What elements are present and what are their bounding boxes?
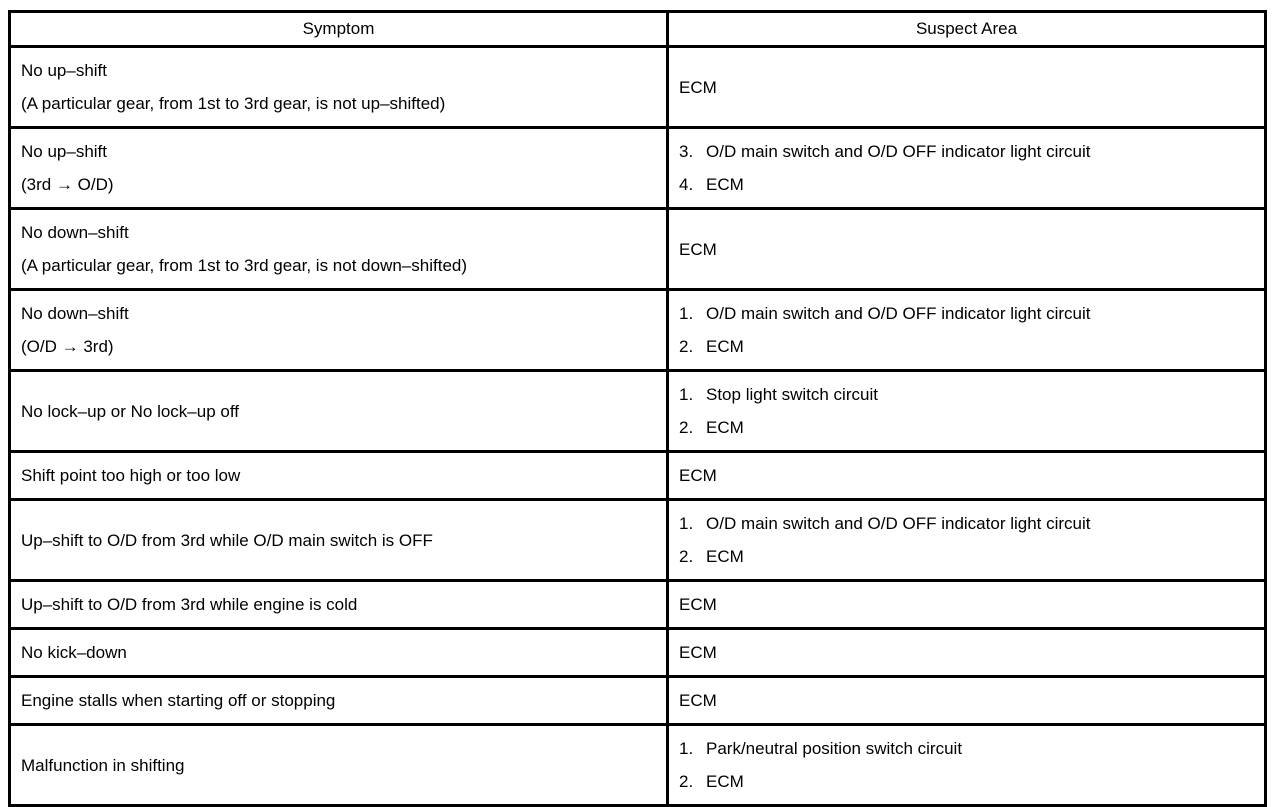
suspect-area-cell: 1. Stop light switch circuit 2. ECM <box>666 369 1267 453</box>
symptom-text: Shift point too high or too low <box>21 466 241 485</box>
list-number: 1. <box>679 385 694 404</box>
column-header-symptom: Symptom <box>8 10 669 48</box>
suspect-area-cell: 1. Park/neutral position switch circuit 2.… <box>666 723 1267 807</box>
symptom-cell: Up–shift to O/D from 3rd while engine is… <box>8 579 669 630</box>
suspect-area-item: 1. O/D main switch and O/D OFF indicator … <box>679 507 1256 540</box>
list-number: 1. <box>679 304 694 323</box>
table-body: No up–shift (A particular gear, from 1st … <box>8 45 1267 807</box>
suspect-area-item: ECM <box>679 636 1256 669</box>
suspect-area-item: ECM <box>679 233 1256 266</box>
table-row: No up–shift (3rd → O/D) 3. O/D main switch … <box>8 126 1267 210</box>
suspect-area-text: ECM <box>706 175 744 194</box>
suspect-area-text: O/D main switch and O/D OFF indicator li… <box>706 514 1091 533</box>
suspect-area-item: 4. ECM <box>679 168 1256 201</box>
list-number: 1. <box>679 514 694 533</box>
symptom-text: No up–shift <box>21 61 107 80</box>
table-row: No up–shift (A particular gear, from 1st … <box>8 45 1267 129</box>
suspect-area-text: ECM <box>706 772 744 791</box>
table-row: Up–shift to O/D from 3rd while O/D main … <box>8 498 1267 582</box>
symptom-cell: Malfunction in shifting <box>8 723 669 807</box>
list-number: 2. <box>679 772 694 791</box>
list-number: 2. <box>679 418 694 437</box>
symptom-cell: Engine stalls when starting off or stopp… <box>8 675 669 726</box>
symptom-text: (A particular gear, from 1st to 3rd gear… <box>21 94 446 113</box>
table-row: No down–shift (O/D → 3rd) 1. O/D main switc… <box>8 288 1267 372</box>
symptom-text: Up–shift to O/D from 3rd while engine is… <box>21 595 358 614</box>
suspect-area-cell: ECM <box>666 675 1267 726</box>
symptom-cell: No down–shift (A particular gear, from 1s… <box>8 207 669 291</box>
table-row: Up–shift to O/D from 3rd while engine is… <box>8 579 1267 630</box>
suspect-area-text: ECM <box>706 418 744 437</box>
suspect-area-item: 1. Stop light switch circuit <box>679 378 1256 411</box>
suspect-area-text: O/D main switch and O/D OFF indicator li… <box>706 304 1091 323</box>
symptom-text: (3rd → O/D) <box>21 175 114 194</box>
list-number: 1. <box>679 739 694 758</box>
suspect-area-cell: ECM <box>666 207 1267 291</box>
suspect-area-text: O/D main switch and O/D OFF indicator li… <box>706 142 1091 161</box>
header-row: Symptom Suspect Area <box>8 10 1267 48</box>
suspect-area-text: Park/neutral position switch circuit <box>706 739 963 758</box>
suspect-area-text: ECM <box>679 77 717 97</box>
symptom-text: (A particular gear, from 1st to 3rd gear… <box>21 256 468 275</box>
symptom-text: Malfunction in shifting <box>21 755 185 775</box>
suspect-area-cell: 3. O/D main switch and O/D OFF indicator … <box>666 126 1267 210</box>
suspect-area-item: ECM <box>679 71 1256 104</box>
suspect-area-item: 2. ECM <box>679 411 1256 444</box>
list-number: 2. <box>679 547 694 566</box>
suspect-area-item: 1. Park/neutral position switch circuit <box>679 732 1256 765</box>
suspect-area-item: ECM <box>679 588 1256 621</box>
symptom-cell: Up–shift to O/D from 3rd while O/D main … <box>8 498 669 582</box>
suspect-area-item: 2. ECM <box>679 540 1256 573</box>
symptom-cell: No up–shift (3rd → O/D) <box>8 126 669 210</box>
suspect-area-item: 2. ECM <box>679 330 1256 363</box>
table-row: Shift point too high or too low ECM <box>8 450 1267 501</box>
suspect-area-item: 1. O/D main switch and O/D OFF indicator … <box>679 297 1256 330</box>
symptom-cell: Shift point too high or too low <box>8 450 669 501</box>
symptom-text: No up–shift <box>21 142 107 161</box>
symptom-cell: No kick–down <box>8 627 669 678</box>
column-header-suspect-area: Suspect Area <box>666 10 1267 48</box>
suspect-area-cell: 1. O/D main switch and O/D OFF indicator … <box>666 498 1267 582</box>
suspect-area-item: 3. O/D main switch and O/D OFF indicator … <box>679 135 1256 168</box>
list-number: 4. <box>679 175 694 194</box>
suspect-area-cell: ECM <box>666 627 1267 678</box>
suspect-area-text: ECM <box>706 547 744 566</box>
suspect-area-text: ECM <box>679 595 717 614</box>
table-row: No lock–up or No lock–up off 1. Stop light… <box>8 369 1267 453</box>
suspect-area-cell: ECM <box>666 450 1267 501</box>
symptom-text: Engine stalls when starting off or stopp… <box>21 691 336 710</box>
suspect-area-text: ECM <box>706 337 744 356</box>
symptom-text: No down–shift <box>21 304 129 323</box>
suspect-area-item: 2. ECM <box>679 765 1256 798</box>
list-number: 3. <box>679 142 694 161</box>
suspect-area-cell: 1. O/D main switch and O/D OFF indicator … <box>666 288 1267 372</box>
suspect-area-text: ECM <box>679 643 717 662</box>
suspect-area-text: ECM <box>679 691 717 710</box>
table-row: Malfunction in shifting 1. Park/neutral po… <box>8 723 1267 807</box>
symptom-text: No kick–down <box>21 643 127 662</box>
symptom-cell: No down–shift (O/D → 3rd) <box>8 288 669 372</box>
symptom-text: No lock–up or No lock–up off <box>21 401 239 421</box>
symptom-cell: No lock–up or No lock–up off <box>8 369 669 453</box>
suspect-area-text: ECM <box>679 466 717 485</box>
symptom-text: No down–shift <box>21 223 129 242</box>
symptom-cell: No up–shift (A particular gear, from 1st … <box>8 45 669 129</box>
suspect-area-item: ECM <box>679 459 1256 492</box>
suspect-area-text: Stop light switch circuit <box>706 385 878 404</box>
symptom-suspect-table: Symptom Suspect Area No up–shift (A parti… <box>8 10 1267 807</box>
table-row: Engine stalls when starting off or stopp… <box>8 675 1267 726</box>
suspect-area-item: ECM <box>679 684 1256 717</box>
suspect-area-cell: ECM <box>666 45 1267 129</box>
table-row: No down–shift (A particular gear, from 1s… <box>8 207 1267 291</box>
symptom-text: Up–shift to O/D from 3rd while O/D main … <box>21 530 433 550</box>
list-number: 2. <box>679 337 694 356</box>
suspect-area-text: ECM <box>679 239 717 259</box>
suspect-area-cell: ECM <box>666 579 1267 630</box>
symptom-text: (O/D → 3rd) <box>21 337 114 356</box>
table-row: No kick–down ECM <box>8 627 1267 678</box>
